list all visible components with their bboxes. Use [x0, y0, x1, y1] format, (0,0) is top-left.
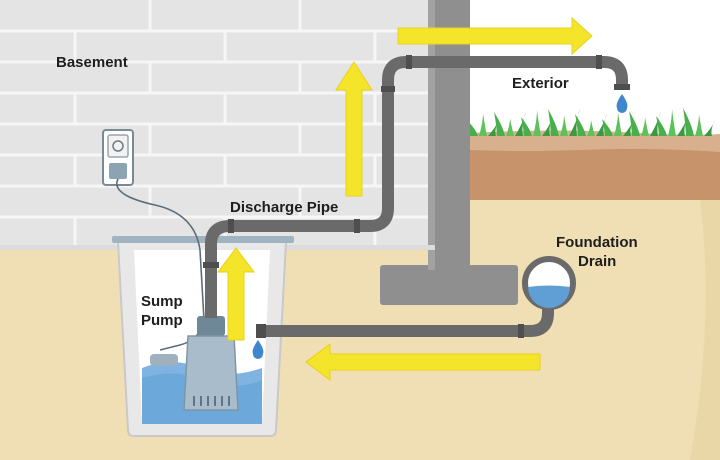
- ground-edge: [690, 200, 720, 460]
- flow-arrow-icon: [305, 343, 541, 381]
- foundation-drain-label-line2: Drain: [578, 253, 616, 270]
- pit-lid: [112, 236, 294, 243]
- water-drop-icon: [616, 94, 628, 113]
- foundation-drain-label-line1: Foundation: [556, 234, 638, 251]
- flow-arrows: [217, 16, 593, 381]
- sump-pump-label-line2: Pump: [141, 312, 183, 329]
- grass-icon: [467, 108, 715, 136]
- basement-label: Basement: [56, 54, 128, 71]
- power-outlet-icon: [102, 129, 134, 186]
- flow-arrow-icon: [335, 61, 373, 197]
- flow-arrow-icon: [217, 247, 255, 341]
- foundation-drain-pipe: [256, 256, 576, 338]
- topsoil: [470, 135, 720, 200]
- water-drop-icon: [252, 340, 264, 359]
- basement-wall: [0, 0, 435, 248]
- foundation-wall: [380, 0, 518, 305]
- soil-left: [0, 248, 120, 460]
- exterior-label: Exterior: [512, 75, 569, 92]
- drain-cross-section: [522, 256, 576, 310]
- discharge-pipe-label: Discharge Pipe: [230, 199, 338, 216]
- float-switch: [150, 354, 178, 366]
- sump-pump-label-line1: Sump: [141, 293, 183, 310]
- discharge-pipe: [203, 55, 630, 318]
- sump-pump: [150, 316, 239, 411]
- flow-arrow-icon: [397, 16, 593, 56]
